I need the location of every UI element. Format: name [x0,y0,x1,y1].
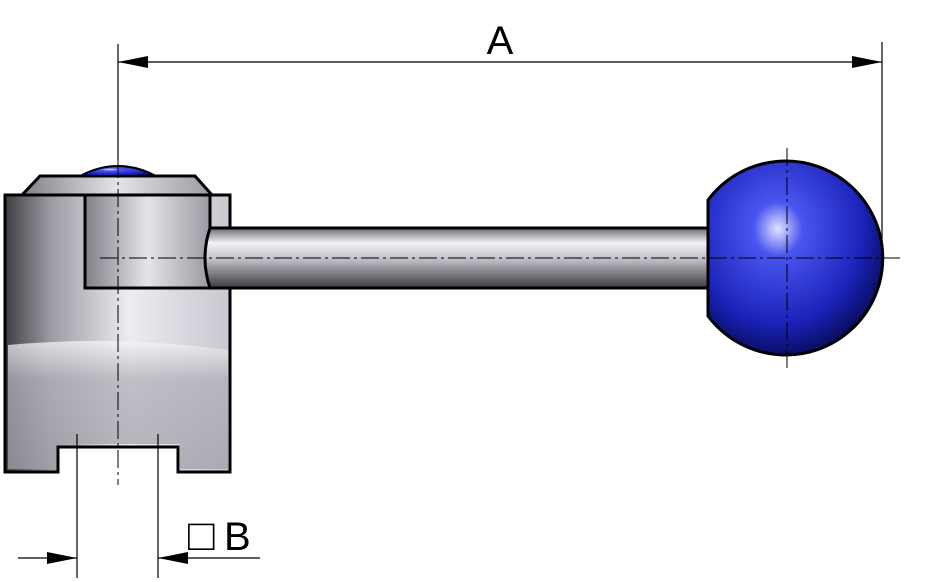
ball-knob [706,159,885,357]
center-lines [100,148,900,485]
dimension-a [117,42,883,258]
top-cap [18,174,216,197]
dimension-b [18,434,260,578]
dimension-a-label: A [487,19,514,63]
dimension-b-square-symbol: □ [188,511,215,560]
dimension-b-label: B [224,515,251,559]
lever-hub [83,193,212,290]
clamp-body [3,165,232,474]
